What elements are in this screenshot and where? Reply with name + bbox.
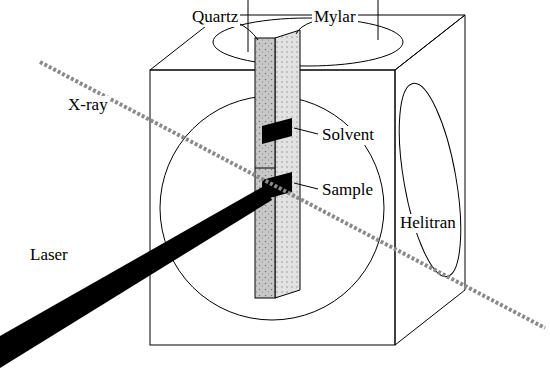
beam-label: X-ray [66, 96, 110, 115]
part-label: Sample [320, 181, 375, 200]
part-label: Mylar [312, 8, 358, 27]
part-label: Helitran [398, 214, 458, 233]
leader-lines [236, 22, 318, 189]
beam-label: Laser [28, 246, 70, 265]
laser-beam [0, 186, 272, 368]
part-label: Quartz [190, 8, 240, 27]
sample-holder [255, 30, 300, 298]
window-circles [160, 18, 473, 320]
part-label: Solvent [320, 126, 376, 145]
helitran-cube [150, 15, 465, 345]
